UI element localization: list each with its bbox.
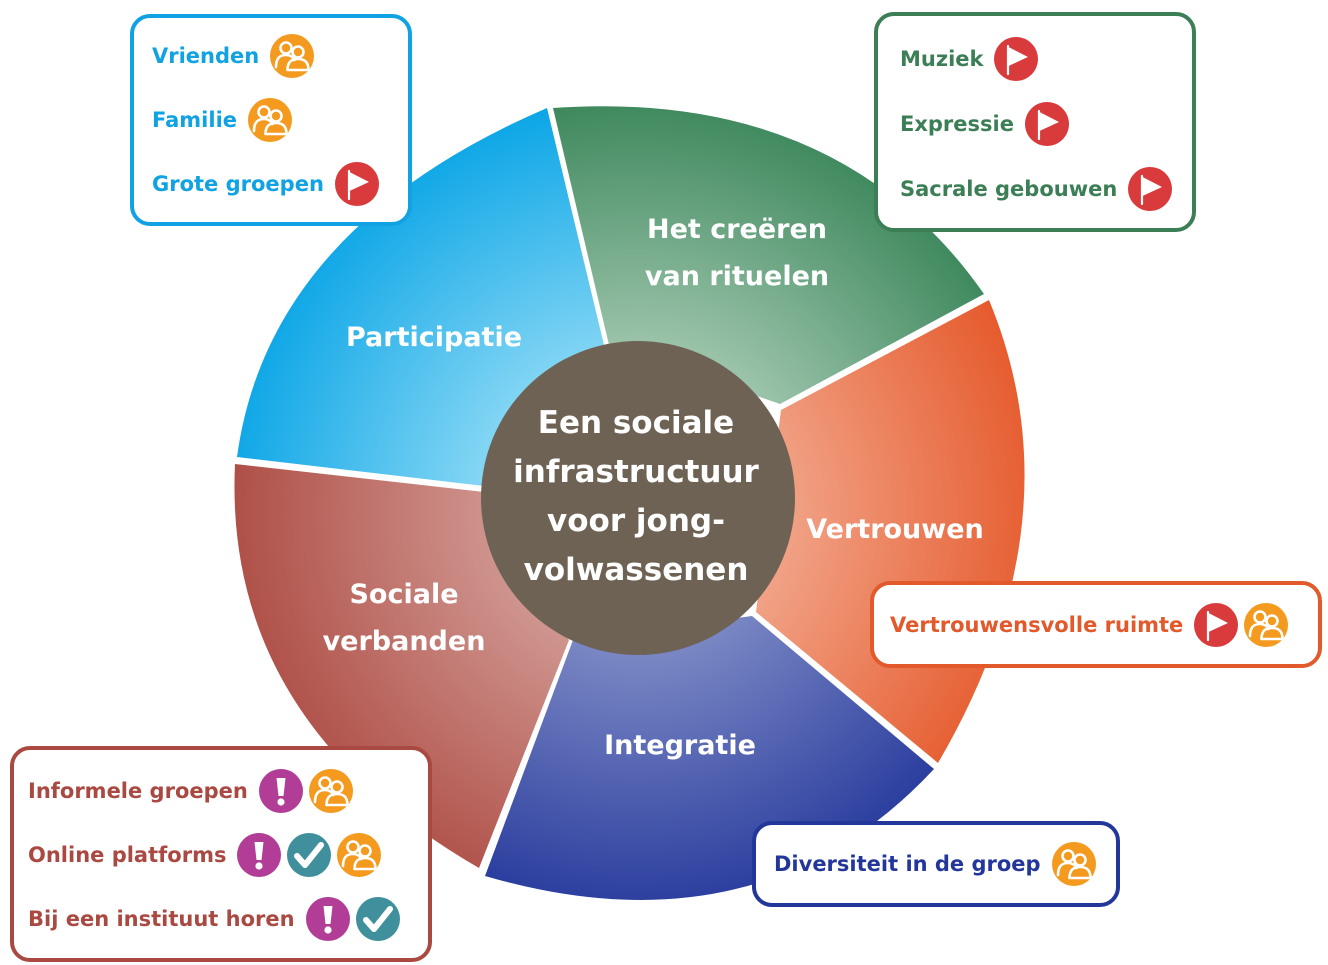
segment-rituelen [553, 106, 984, 404]
callout-item-label: Muziek [900, 47, 984, 71]
flag-icon [993, 36, 1039, 82]
callout-item-label: Bij een instituut horen [28, 907, 295, 931]
check-icon [355, 896, 401, 942]
callout-item-label: Vertrouwensvolle ruimte [890, 613, 1184, 637]
callout-item: Grote groepen [152, 160, 384, 208]
segment-label-sociale-verbanden-line1: Sociale [349, 579, 458, 610]
callout-item-icons [269, 33, 319, 79]
exclamation-icon [236, 832, 282, 878]
segment-label-vertrouwen: Vertrouwen [806, 514, 984, 545]
segment-label-sociale-verbanden-line2: verbanden [323, 626, 486, 657]
callout-item: Sacrale gebouwen [900, 165, 1177, 213]
callout-item-icons [334, 161, 384, 207]
callout-integratie: Diversiteit in de groep [752, 821, 1120, 907]
exclamation-icon [258, 768, 304, 814]
callout-item-icons [1051, 841, 1101, 887]
callout-item: Diversiteit in de groep [774, 840, 1101, 888]
people-icon [1243, 602, 1289, 648]
callout-item-label: Informele groepen [28, 779, 248, 803]
center-circle [481, 341, 795, 655]
callout-item-label: Vrienden [152, 44, 260, 68]
people-icon [269, 33, 315, 79]
callout-item-icons [258, 768, 358, 814]
people-icon [336, 832, 382, 878]
callout-item: Familie [152, 96, 297, 144]
callout-item: Muziek [900, 35, 1043, 83]
callout-item: Informele groepen [28, 767, 358, 815]
center-title-line1: Een sociale [538, 405, 734, 441]
callout-item-icons [1193, 602, 1293, 648]
flag-icon [1193, 602, 1239, 648]
callout-item: Vrienden [152, 32, 319, 80]
callout-item-label: Familie [152, 108, 238, 132]
callout-item-icons [305, 896, 405, 942]
center-title-line3: voor jong- [547, 503, 725, 539]
flag-icon [1127, 166, 1173, 212]
flag-icon [334, 161, 380, 207]
callout-participatie: Vrienden Familie Grote groepen [130, 14, 412, 226]
callout-rituelen: Muziek Expressie Sacrale gebouwen [874, 12, 1196, 232]
people-icon [247, 97, 293, 143]
callout-item-label: Sacrale gebouwen [900, 177, 1118, 201]
callout-item-icons [1127, 166, 1177, 212]
center-title-line2: infrastructuur [513, 454, 759, 490]
segment-label-participatie: Participatie [346, 322, 522, 353]
callout-item-icons [993, 36, 1043, 82]
callout-item-label: Grote groepen [152, 172, 324, 196]
callout-item-label: Expressie [900, 112, 1014, 136]
people-icon [1051, 841, 1097, 887]
segment-sociale-verbanden [234, 464, 569, 868]
callout-item: Bij een instituut horen [28, 895, 405, 943]
callout-item-label: Diversiteit in de groep [774, 852, 1041, 876]
callout-item-icons [1024, 101, 1074, 147]
check-icon [286, 832, 332, 878]
segment-label-rituelen-line1: Het creëren [647, 214, 827, 245]
segment-label-integratie: Integratie [604, 730, 756, 761]
callout-item-icons [236, 832, 386, 878]
callout-item-label: Online platforms [28, 843, 227, 867]
segment-label-rituelen-line2: van rituelen [645, 261, 829, 292]
callout-vertrouwen: Vertrouwensvolle ruimte [870, 581, 1322, 668]
flag-icon [1024, 101, 1070, 147]
callout-item: Online platforms [28, 831, 386, 879]
callout-item: Vertrouwensvolle ruimte [890, 601, 1293, 649]
callout-item: Expressie [900, 100, 1074, 148]
callout-item-icons [247, 97, 297, 143]
segment-participatie [237, 108, 604, 486]
exclamation-icon [305, 896, 351, 942]
callout-sociale-verbanden: Informele groepen Online platforms Bij e… [10, 746, 432, 962]
people-icon [308, 768, 354, 814]
center-title-line4: volwassenen [524, 552, 749, 588]
